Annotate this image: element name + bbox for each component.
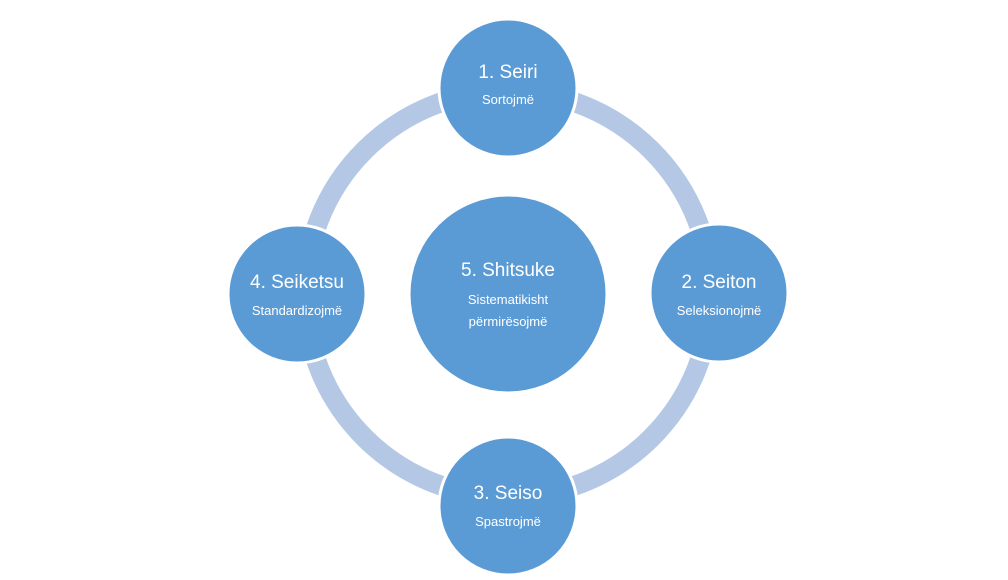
- node-seiso-circle: [437, 435, 579, 577]
- node-shitsuke-subtitle-line1: Sistematikisht: [468, 292, 549, 307]
- node-seiketsu: 4. Seiketsu Standardizojmë: [226, 223, 368, 365]
- node-seiton: 2. Seiton Seleksionojmë: [648, 222, 790, 364]
- node-seiton-circle: [648, 222, 790, 364]
- node-seiso: 3. Seiso Spastrojmë: [437, 435, 579, 577]
- node-seiso-subtitle: Spastrojmë: [475, 514, 541, 529]
- node-seiri: 1. Seiri Sortojmë: [437, 17, 579, 159]
- node-shitsuke-circle: [407, 193, 609, 395]
- node-seiketsu-subtitle: Standardizojmë: [252, 303, 342, 318]
- node-seiso-title: 3. Seiso: [474, 483, 543, 504]
- node-shitsuke-subtitle-line2: përmirësojmë: [469, 314, 548, 329]
- node-seiri-subtitle: Sortojmë: [482, 92, 534, 107]
- node-seiton-subtitle: Seleksionojmë: [677, 303, 762, 318]
- node-seiri-title: 1. Seiri: [478, 62, 537, 83]
- node-shitsuke: 5. Shitsuke Sistematikisht përmirësojmë: [407, 193, 609, 395]
- node-seiton-title: 2. Seiton: [682, 272, 757, 293]
- node-seiketsu-circle: [226, 223, 368, 365]
- node-seiketsu-title: 4. Seiketsu: [250, 272, 344, 293]
- node-shitsuke-title: 5. Shitsuke: [461, 260, 555, 281]
- node-seiri-circle: [437, 17, 579, 159]
